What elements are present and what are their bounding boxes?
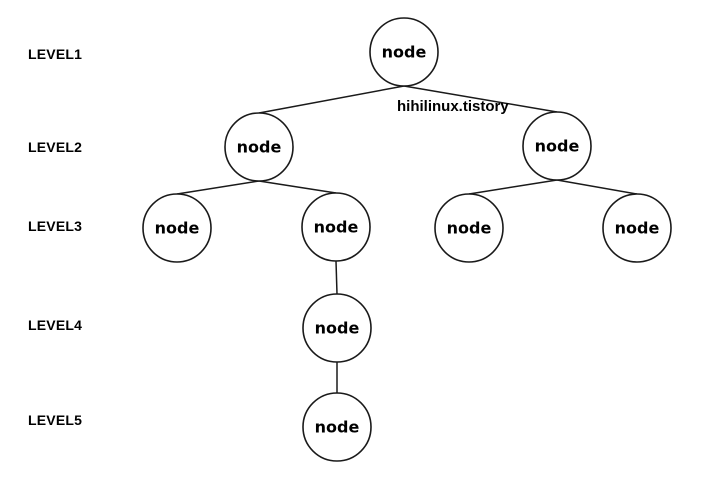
tree-node-n5 — [301, 192, 371, 262]
level-label-2: LEVEL2 — [28, 139, 82, 155]
tree-node-label-n9: node — [315, 418, 360, 437]
tree-node-n7 — [602, 193, 672, 263]
level-label-5: LEVEL5 — [28, 412, 82, 428]
tree-edge-n2-n4 — [176, 180, 260, 195]
tree-node-label-n2: node — [237, 138, 282, 157]
tree-node-label-n8: node — [315, 319, 360, 338]
tree-node-n9 — [302, 392, 372, 462]
level-label-1: LEVEL1 — [28, 46, 82, 62]
tree-node-label-n3: node — [535, 137, 580, 156]
tree-edge-n1-n2 — [258, 85, 405, 114]
watermark-text: hihilinux.tistory — [397, 98, 509, 115]
level-label-4: LEVEL4 — [28, 317, 82, 333]
tree-edge-n1-n3 — [403, 85, 558, 113]
tree-node-n1 — [369, 17, 439, 87]
tree-node-n3 — [522, 111, 592, 181]
tree-node-n6 — [434, 193, 504, 263]
tree-node-label-n5: node — [314, 218, 359, 237]
tree-edge-n3-n6 — [468, 179, 558, 195]
tree-edge-n2-n5 — [258, 180, 337, 194]
tree-node-label-n7: node — [615, 219, 660, 238]
tree-node-n4 — [142, 193, 212, 263]
tree-node-label-n4: node — [155, 219, 200, 238]
tree-node-label-n6: node — [447, 219, 492, 238]
tree-node-label-n1: node — [382, 43, 427, 62]
tree-node-n2 — [224, 112, 294, 182]
level-label-3: LEVEL3 — [28, 218, 82, 234]
tree-node-n8 — [302, 293, 372, 363]
tree-edge-n5-n8 — [335, 260, 338, 295]
tree-edge-n3-n7 — [556, 179, 638, 195]
